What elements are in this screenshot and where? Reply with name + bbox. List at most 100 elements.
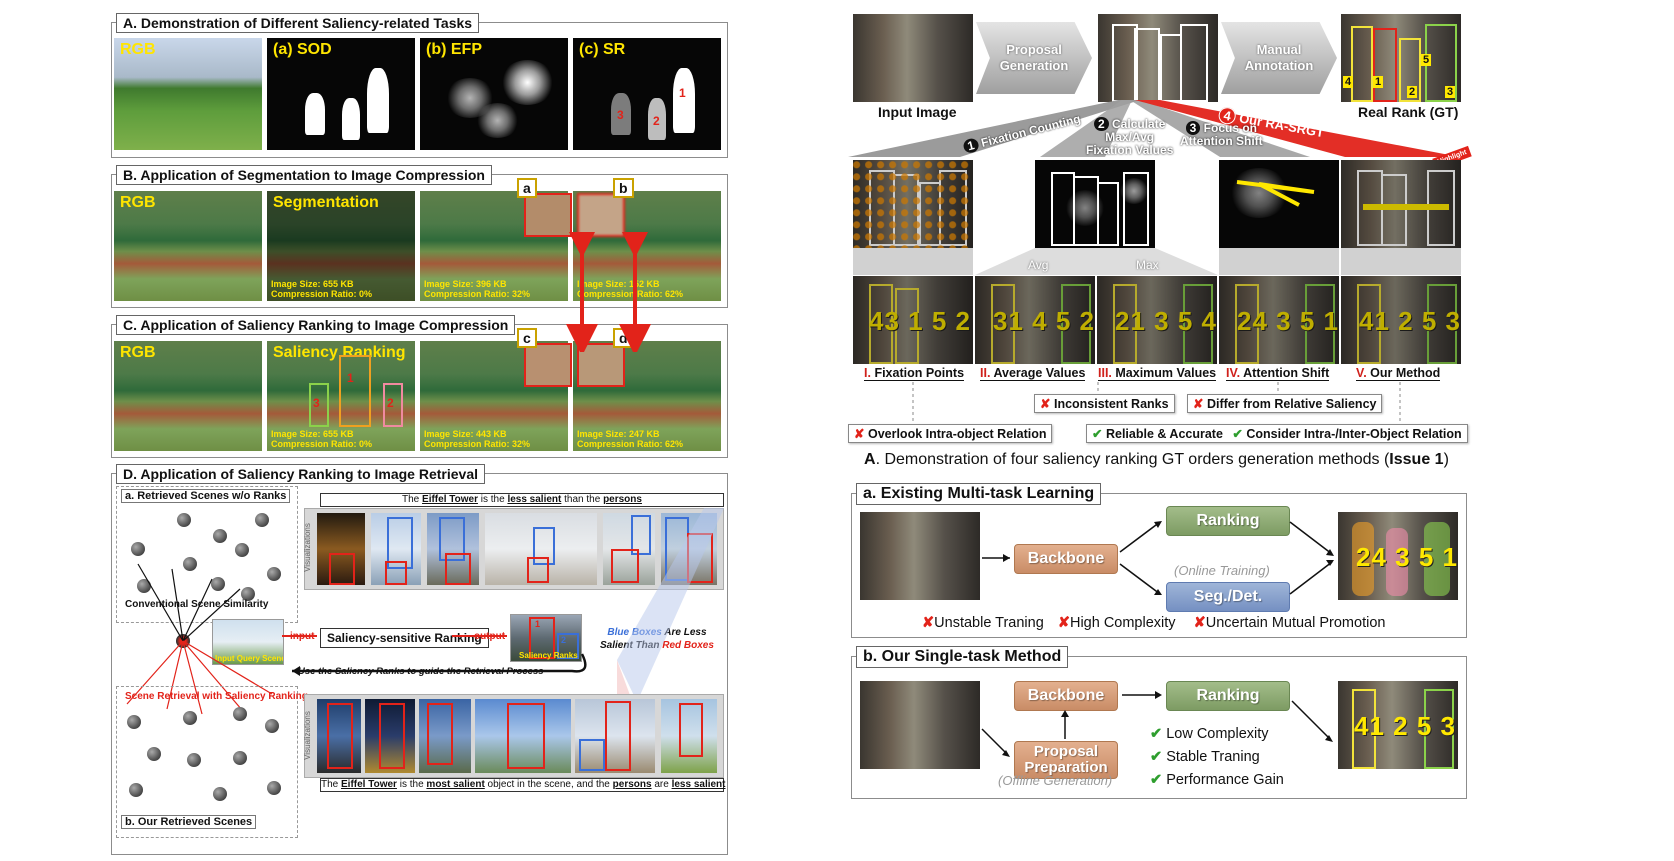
efp-blob-3 bbox=[475, 103, 520, 138]
red-box bbox=[427, 703, 453, 765]
method-2-label: 2 Calculate Max/Avg Fixation Values bbox=[1086, 117, 1173, 157]
check-icon: ✔ bbox=[1150, 749, 1163, 765]
caption-iv: IV. Attention Shift bbox=[1226, 366, 1330, 381]
sr-silhouette-1 bbox=[673, 68, 695, 133]
c-ratio-3: Compression Ratio: 62% bbox=[577, 439, 684, 449]
proposal-generation-label: Proposal Generation bbox=[999, 42, 1069, 73]
top-caption: The Eiffel Tower is the less salient tha… bbox=[320, 493, 724, 507]
cross-icon: ✘ bbox=[854, 427, 865, 441]
manual-annotation-arrow: Manual Annotation bbox=[1221, 22, 1337, 94]
roman-v: V. bbox=[1356, 366, 1367, 380]
c-size-1: Image Size: 655 KB bbox=[271, 429, 354, 439]
pro-1-row: ✔ Low Complexity bbox=[1150, 723, 1284, 746]
red-box bbox=[445, 553, 471, 585]
scene-dot bbox=[211, 577, 225, 591]
rank-box-yellow bbox=[339, 355, 371, 427]
scene-dot bbox=[129, 783, 143, 797]
sr-silhouette-3 bbox=[611, 93, 631, 135]
st-ranking: Ranking bbox=[1166, 681, 1290, 711]
tag-b: b bbox=[613, 178, 634, 198]
rank-nums-4: 24 3 5 1 bbox=[1237, 306, 1339, 336]
pro-3: Performance Gain bbox=[1166, 772, 1284, 788]
proposal-box bbox=[1160, 34, 1182, 102]
rank-map-3: 21 3 5 4 bbox=[1097, 276, 1217, 364]
avg-label: Avg bbox=[1028, 258, 1049, 272]
real-rank-image: 4 1 2 5 3 bbox=[1341, 14, 1461, 102]
scene-dot bbox=[137, 579, 151, 593]
rgb-label: RGB bbox=[120, 41, 156, 58]
blue-box bbox=[439, 517, 465, 561]
scene-dot bbox=[213, 529, 227, 543]
c-ratio-1: Compression Ratio: 0% bbox=[271, 439, 373, 449]
overlook-text: Overlook Intra-object Relation bbox=[867, 427, 1047, 441]
gt-box bbox=[1351, 26, 1373, 102]
zoom-c-inset bbox=[524, 343, 572, 387]
mt-seg-det: Seg./Det. bbox=[1166, 582, 1290, 612]
max-label: Max bbox=[1136, 258, 1159, 272]
caption-v-text: Our Method bbox=[1370, 366, 1441, 380]
top-cap-mid2: than the bbox=[561, 494, 604, 505]
caption-iii: III. Maximum Values bbox=[1098, 366, 1217, 381]
eiffel-ranked bbox=[365, 699, 415, 773]
rank-box bbox=[1424, 689, 1454, 769]
differ-tag: ✘ Differ from Relative Saliency bbox=[1187, 394, 1383, 413]
differ-text: Differ from Relative Saliency bbox=[1206, 397, 1377, 411]
rank-label-1: 1 bbox=[535, 619, 541, 629]
rank-map-5: 41 2 5 3 bbox=[1341, 276, 1461, 364]
st-arrows bbox=[981, 691, 1333, 757]
mt-backbone: Backbone bbox=[1014, 544, 1118, 574]
note-2: Are Less bbox=[661, 627, 707, 638]
zoom-a-inset bbox=[524, 193, 572, 237]
gt-rank-3: 2 bbox=[1407, 86, 1418, 98]
c-rank-2: 2 bbox=[387, 396, 394, 410]
rank-blue-box bbox=[557, 633, 579, 659]
online-training: (Online Training) bbox=[1174, 563, 1270, 578]
red-box bbox=[379, 703, 405, 769]
section-a: A. Demonstration of Different Saliency-r… bbox=[111, 13, 728, 158]
roman-iv: IV. bbox=[1226, 366, 1241, 380]
fix-box bbox=[1123, 172, 1149, 246]
section-d: D. Application of Saliency Ranking to Im… bbox=[111, 464, 728, 855]
rank-label-2: 2 bbox=[561, 635, 567, 645]
proposal-box bbox=[1134, 28, 1160, 102]
figure-caption: A. Demonstration of four saliency rankin… bbox=[864, 451, 1449, 469]
pro-1: Low Complexity bbox=[1166, 726, 1269, 742]
bot-cap-pre: The bbox=[321, 779, 342, 790]
section-c: C. Application of Saliency Ranking to Im… bbox=[111, 315, 728, 458]
pro-3-row: ✔ Performance Gain bbox=[1150, 769, 1284, 792]
top-cap-mid: is the bbox=[477, 494, 508, 505]
roman-ii: II. bbox=[980, 366, 991, 380]
saliency-ranks-label: Saliency Ranks bbox=[519, 651, 578, 660]
rank-box-pink bbox=[383, 383, 403, 427]
consider-text: Consider Intra-/Inter-Object Relation bbox=[1246, 427, 1462, 441]
fixation-dots bbox=[853, 160, 973, 248]
overlook-tag: ✘ Overlook Intra-object Relation bbox=[848, 424, 1053, 443]
rank-box bbox=[869, 284, 893, 364]
cross-icon: ✘ bbox=[1193, 615, 1206, 631]
scene-dot bbox=[233, 751, 247, 765]
red-box bbox=[507, 703, 545, 769]
section-c-title: C. Application of Saliency Ranking to Im… bbox=[116, 315, 516, 335]
rank-map-2: 31 4 5 2 bbox=[975, 276, 1095, 364]
red-box bbox=[527, 557, 549, 583]
sod-silhouette-3 bbox=[305, 93, 325, 135]
our-method-map bbox=[1341, 160, 1461, 248]
cross-icon: ✘ bbox=[1193, 397, 1204, 411]
scene-dot bbox=[267, 567, 281, 581]
c-rgb-photo: RGB bbox=[114, 341, 262, 451]
red-box bbox=[327, 703, 353, 769]
mask-green bbox=[1424, 522, 1450, 596]
caption-iv-text: Attention Shift bbox=[1243, 366, 1330, 380]
sod-silhouette-2 bbox=[342, 98, 360, 140]
fixation-points-map bbox=[853, 160, 973, 248]
scene-retrieval-label: Scene Retrieval with Saliency Ranking bbox=[125, 691, 308, 702]
scene-dot bbox=[127, 715, 141, 729]
sr-rank-3: 3 bbox=[617, 108, 624, 122]
rank-box bbox=[1427, 284, 1457, 364]
method-3-b: Attention Shift bbox=[1180, 134, 1263, 148]
rank-box bbox=[1061, 284, 1091, 364]
sod-silhouette-1 bbox=[367, 68, 389, 133]
gt-rank-1: 4 bbox=[1343, 76, 1354, 88]
roman-iii: III. bbox=[1098, 366, 1112, 380]
attention-shift-map bbox=[1219, 160, 1339, 248]
